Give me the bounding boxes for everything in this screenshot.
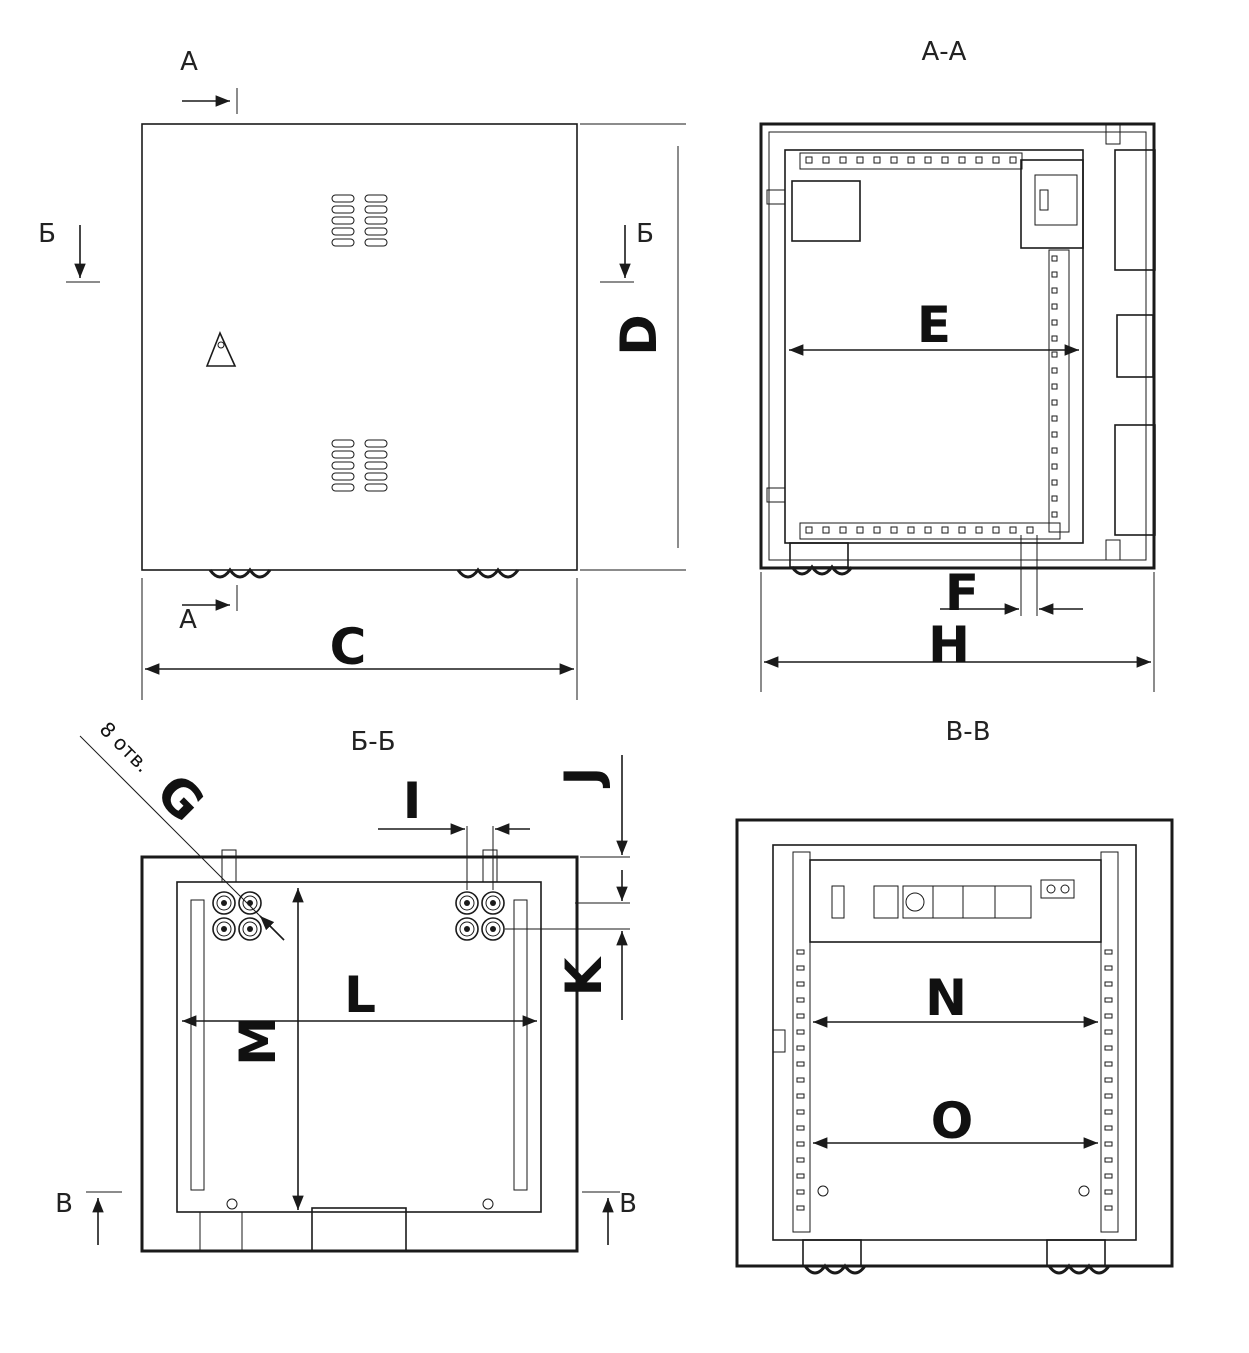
mount-bracket xyxy=(1020,159,1084,249)
power-panel xyxy=(809,859,1102,943)
section-title-vv: В-В xyxy=(945,717,990,747)
dimension-label-c: C xyxy=(330,618,367,676)
marker-v-right: В xyxy=(619,1189,637,1219)
section-title-bb: Б-Б xyxy=(350,727,395,757)
dimension-label-n: N xyxy=(925,969,967,1027)
dimension-label-d: D xyxy=(610,314,668,356)
bottom-rail xyxy=(799,522,1061,540)
dimension-label-l: L xyxy=(344,966,376,1024)
section-aa xyxy=(759,122,1156,692)
holes-note: 8 отв. xyxy=(95,717,155,777)
dimension-label-m: M xyxy=(229,1016,287,1066)
dimension-label-j: J xyxy=(554,767,612,789)
dimension-label-e: E xyxy=(917,296,951,354)
marker-b-right: Б xyxy=(636,219,654,249)
dimension-label-g: G xyxy=(145,763,215,833)
section-bb xyxy=(79,735,630,1253)
marker-a-top: А xyxy=(180,47,198,77)
dimension-label-f: F xyxy=(945,564,979,622)
cable-glands-left xyxy=(212,891,262,941)
dimension-label-h: H xyxy=(928,616,970,674)
dimension-label-i: I xyxy=(403,772,422,830)
section-vv xyxy=(735,818,1174,1275)
marker-b-left: Б xyxy=(38,219,56,249)
cable-glands-right xyxy=(455,891,505,941)
dimension-label-k: K xyxy=(555,955,613,996)
marker-v-left: В xyxy=(55,1189,73,1219)
marker-a-bottom: А xyxy=(179,605,197,635)
rack-holes xyxy=(796,949,1113,1211)
dimension-label-o: O xyxy=(931,1092,974,1150)
top-rail xyxy=(799,152,1023,170)
front-feet xyxy=(208,568,520,579)
front-view xyxy=(66,88,686,700)
ground-symbol xyxy=(205,330,237,367)
section-title-aa: А-А xyxy=(922,37,967,67)
vent-slots-upper xyxy=(331,194,388,247)
vertical-rail xyxy=(1048,249,1070,533)
vent-slots-lower xyxy=(331,439,388,492)
